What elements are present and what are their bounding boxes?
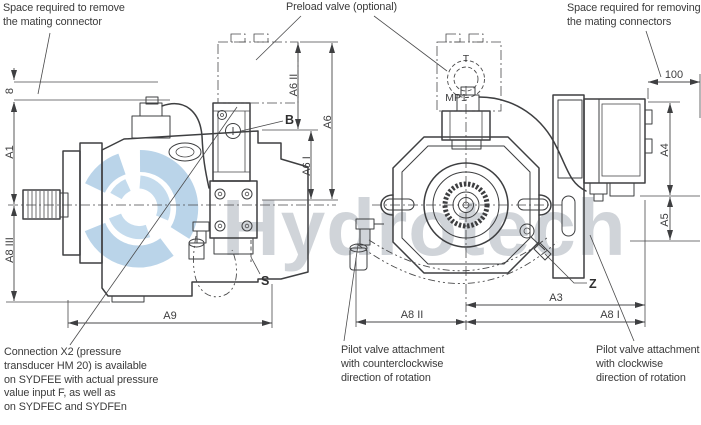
hose-swing-range bbox=[193, 235, 238, 298]
dim-a8-iii: A8 III bbox=[4, 237, 16, 263]
note-preload-valve: Preload valve (optional) bbox=[286, 1, 398, 13]
leader-connection-x2 bbox=[69, 106, 238, 346]
port-mp1-label: MP1 bbox=[445, 92, 467, 104]
leader-space-left bbox=[37, 32, 51, 95]
left-view bbox=[8, 33, 336, 303]
shaft-front bbox=[423, 162, 509, 248]
dim-a8-ii: A8 II bbox=[401, 309, 424, 321]
dim-a6-ii: A6 II bbox=[288, 74, 300, 97]
port-t-label: T bbox=[463, 53, 470, 65]
watermark: Hydrotech bbox=[84, 149, 627, 272]
port-z-label: Z bbox=[589, 277, 597, 291]
side-fitting-front bbox=[349, 218, 384, 271]
dim-a4: A4 bbox=[659, 143, 671, 156]
note-space-remove-connector: Space required to remove the mating conn… bbox=[3, 2, 125, 28]
note-pilot-ccw: Pilot valve attachment with counterclock… bbox=[341, 344, 445, 384]
right-view: T MP1 bbox=[349, 33, 653, 332]
port-b-label: B bbox=[285, 113, 294, 127]
drain-fitting-side bbox=[188, 221, 210, 260]
pump-flange-front bbox=[380, 136, 552, 274]
note-space-remove-connectors: Space required for removing the mating c… bbox=[567, 2, 701, 28]
note-connection-x2: Connection X2 (pressure transducer HM 20… bbox=[4, 346, 159, 414]
drive-shaft bbox=[22, 189, 69, 220]
dim-a5: A5 bbox=[659, 213, 671, 226]
annotation-leaders bbox=[37, 15, 662, 346]
port-labels: B S Z bbox=[240, 113, 597, 291]
preload-valve-envelope-side bbox=[217, 33, 299, 104]
dim-a9: A9 bbox=[163, 310, 176, 322]
leader-pilot-ccw bbox=[343, 244, 359, 342]
dim-a1: A1 bbox=[4, 145, 16, 158]
valve-cable bbox=[478, 96, 587, 192]
dim-a6: A6 bbox=[322, 115, 334, 128]
leader-preload-left bbox=[255, 15, 302, 61]
dim-a3: A3 bbox=[549, 292, 562, 304]
dim-8: 8 bbox=[4, 88, 16, 94]
port-s-label: S bbox=[261, 274, 269, 288]
dim-a6-i: A6 I bbox=[301, 156, 313, 176]
leader-space-right bbox=[645, 30, 662, 78]
port-z-fitting bbox=[519, 223, 552, 261]
leader-preload-right bbox=[373, 15, 448, 72]
swing-range-outer bbox=[356, 241, 558, 284]
sensor-cable bbox=[161, 103, 210, 189]
dim-100: 100 bbox=[665, 69, 683, 81]
preload-valve-envelope-front: T MP1 bbox=[436, 33, 502, 112]
pump-housing-side bbox=[62, 130, 309, 303]
pressure-transducer-x2 bbox=[131, 96, 210, 189]
watermark-logo-icon bbox=[84, 149, 199, 268]
control-box bbox=[552, 94, 653, 279]
dim-a8-i: A8 I bbox=[600, 309, 620, 321]
leader-pilot-cw bbox=[589, 234, 635, 342]
watermark-text: Hydrotech bbox=[222, 183, 627, 272]
note-pilot-cw: Pilot valve attachment with clockwise di… bbox=[596, 344, 700, 384]
dimensions: 8 A1 A8 III A9 A6 II A6 I A6 100 A4 A5 A… bbox=[4, 41, 701, 328]
